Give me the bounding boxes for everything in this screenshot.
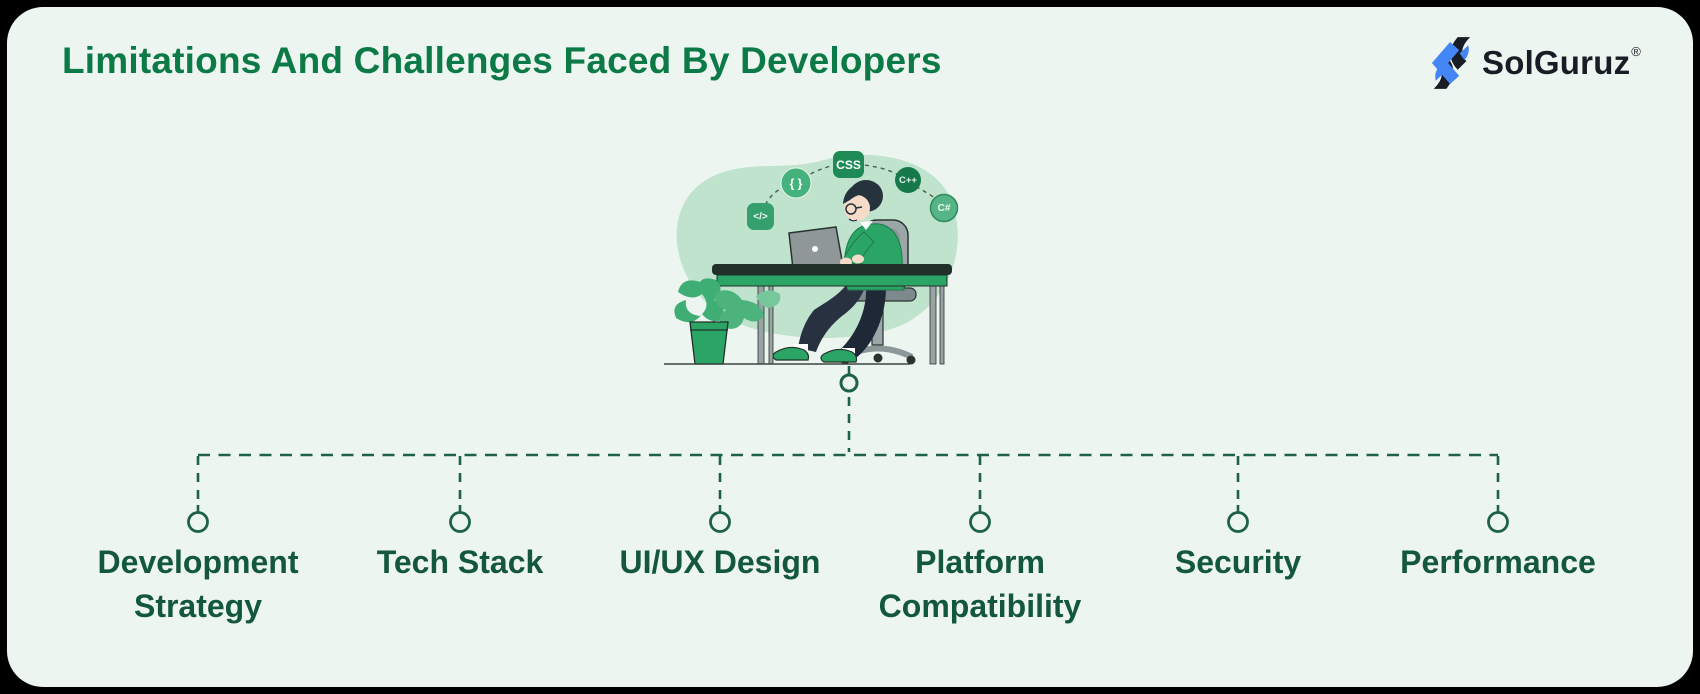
- badge-cpp: C++: [895, 167, 921, 193]
- person-legs: [772, 280, 886, 363]
- branch-drop-5: [1227, 456, 1249, 533]
- badge-css: CSS: [833, 151, 864, 178]
- solguruz-logo: SolGuruz®: [1430, 36, 1641, 90]
- page-title: Limitations And Challenges Faced By Deve…: [62, 40, 942, 81]
- svg-text:C++: C++: [899, 175, 917, 186]
- tree-item-platform-compatibility: Platform Compatibility: [878, 544, 1082, 624]
- tree-item-development-strategy: Development Strategy: [97, 544, 299, 624]
- branch-drop-3: [709, 456, 731, 533]
- registered-mark: ®: [1631, 44, 1642, 59]
- solguruz-bolt-icon: [1431, 37, 1471, 89]
- root-connector: [839, 366, 859, 452]
- logo-text: SolGuruz®: [1482, 44, 1642, 81]
- badge-code: </>: [747, 203, 774, 230]
- branch-drop-2: [449, 456, 471, 533]
- svg-text:{ }: { }: [790, 177, 803, 191]
- badge-braces: { }: [780, 167, 812, 199]
- plant: [674, 278, 781, 365]
- badge-csharp: C#: [929, 193, 959, 223]
- svg-text:C#: C#: [938, 203, 951, 214]
- tree-item-uiux-design: UI/UX Design: [619, 544, 821, 580]
- developer-illustration: </> { } CSS C++ C#: [664, 151, 959, 365]
- branch-drop-6: [1487, 456, 1509, 533]
- tree-item-tech-stack: Tech Stack: [376, 544, 544, 580]
- desk: [712, 264, 952, 365]
- tree-item-performance: Performance: [1400, 544, 1596, 580]
- branch-drop-1: [187, 456, 209, 533]
- svg-text:CSS: CSS: [836, 158, 861, 172]
- tree-item-security: Security: [1174, 544, 1302, 580]
- branch-drop-4: [969, 456, 991, 533]
- svg-text:</>: </>: [753, 212, 768, 223]
